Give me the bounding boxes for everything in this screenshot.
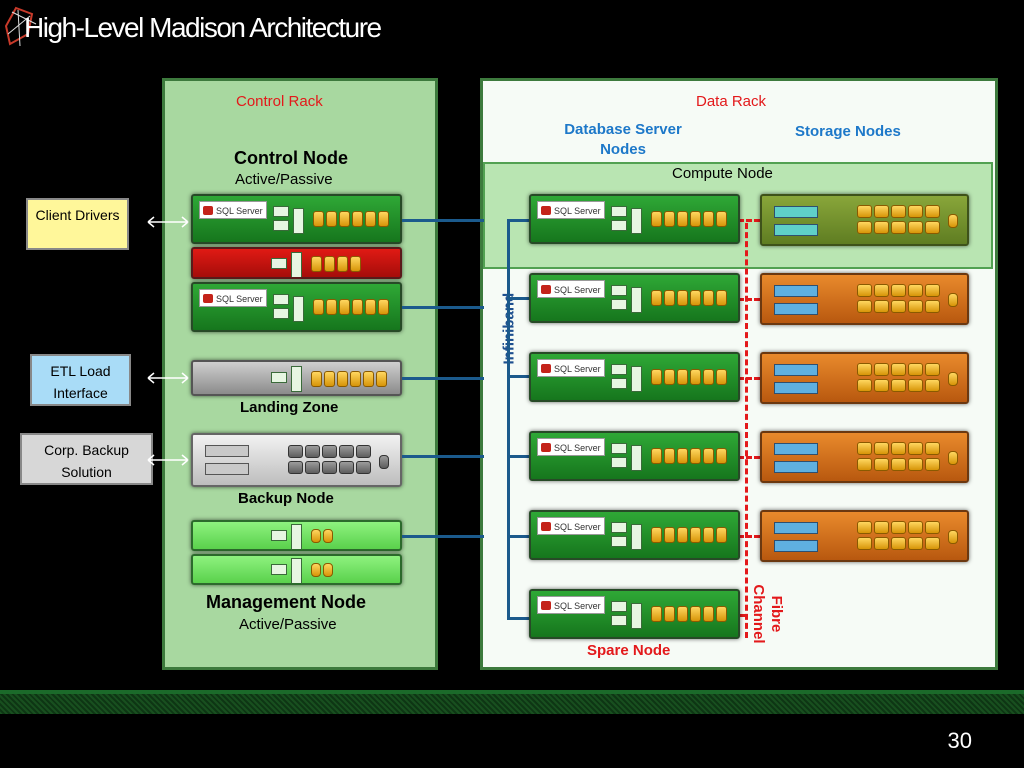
db-server-nodes-label: Database Server Nodes	[564, 121, 682, 158]
infiniband-backbone	[507, 219, 510, 620]
fibre-channel-tap	[738, 377, 760, 380]
sql-server-badge: SQL Server	[537, 596, 605, 614]
infiniband-link	[402, 377, 484, 380]
double-arrow-icon	[147, 372, 189, 384]
sql-server-badge: SQL Server	[537, 359, 605, 377]
storage-nodes-label: Storage Nodes	[795, 123, 901, 140]
infiniband-tap	[507, 535, 529, 538]
sql-server-badge: SQL Server	[537, 438, 605, 456]
infiniband-tap	[507, 617, 529, 620]
control-node-server-2: SQL Server	[191, 282, 402, 332]
backup-node-label: Backup Node	[238, 490, 334, 507]
compute-node-label: Compute Node	[672, 165, 773, 182]
db-server-node-4: SQL Server	[529, 431, 740, 481]
spare-node-label: Spare Node	[587, 642, 671, 659]
spare-node-server: SQL Server	[529, 589, 740, 639]
logo-icon	[4, 6, 37, 47]
fibre-channel-tap	[738, 535, 760, 538]
corp-backup-solution-box: Corp. Backup Solution	[20, 433, 153, 485]
management-node-title: Management Node	[206, 592, 367, 612]
fibre-channel-tap	[738, 456, 760, 459]
landing-zone-label: Landing Zone	[240, 399, 339, 416]
infiniband-tap	[507, 455, 529, 458]
double-arrow-icon	[147, 454, 189, 466]
fibre-channel-line	[745, 223, 748, 638]
fibre-channel-tap	[738, 614, 746, 617]
management-node-server-2	[191, 554, 402, 585]
infiniband-link	[402, 306, 484, 309]
storage-node-2	[760, 273, 969, 325]
fibre-channel-tap	[738, 298, 760, 301]
etl-load-interface-box: ETL Load Interface	[30, 354, 131, 406]
control-node-server-1: SQL Server	[191, 194, 402, 244]
infiniband-link	[402, 535, 484, 538]
management-node-subtitle: Active/Passive	[239, 616, 337, 633]
data-rack-label: Data Rack	[696, 93, 767, 110]
double-arrow-icon	[147, 216, 189, 228]
infiniband-tap	[507, 219, 529, 222]
storage-node-5	[760, 510, 969, 562]
db-server-node-1: SQL Server	[529, 194, 740, 244]
fibre-channel-label: Fibre Channel	[750, 584, 785, 644]
sql-server-badge: SQL Server	[537, 280, 605, 298]
infiniband-link	[402, 219, 484, 222]
management-node-server-1	[191, 520, 402, 551]
storage-node-1	[760, 194, 969, 246]
fibre-channel-tap	[738, 219, 760, 222]
control-node-subtitle: Active/Passive	[235, 171, 333, 188]
control-rack-label: Control Rack	[236, 93, 323, 110]
backup-node-server	[191, 433, 402, 487]
control-node-title: Control Node	[234, 148, 348, 168]
infiniband-link	[402, 455, 484, 458]
page-number: 30	[947, 728, 972, 753]
landing-zone-server	[191, 360, 402, 396]
client-drivers-box: Client Drivers	[26, 198, 129, 250]
db-server-node-2: SQL Server	[529, 273, 740, 323]
db-server-node-5: SQL Server	[529, 510, 740, 560]
footer-bar	[0, 690, 1024, 714]
control-node-failover-unit	[191, 247, 402, 279]
infiniband-tap	[507, 375, 529, 378]
storage-node-3	[760, 352, 969, 404]
sql-server-badge: SQL Server	[537, 517, 605, 535]
db-server-node-3: SQL Server	[529, 352, 740, 402]
sql-server-badge: SQL Server	[537, 201, 605, 219]
sql-server-badge: SQL Server	[199, 289, 267, 307]
slide-title: High-Level Madison Architecture	[24, 12, 382, 43]
sql-server-badge: SQL Server	[199, 201, 267, 219]
storage-node-4	[760, 431, 969, 483]
infiniband-tap	[507, 297, 529, 300]
